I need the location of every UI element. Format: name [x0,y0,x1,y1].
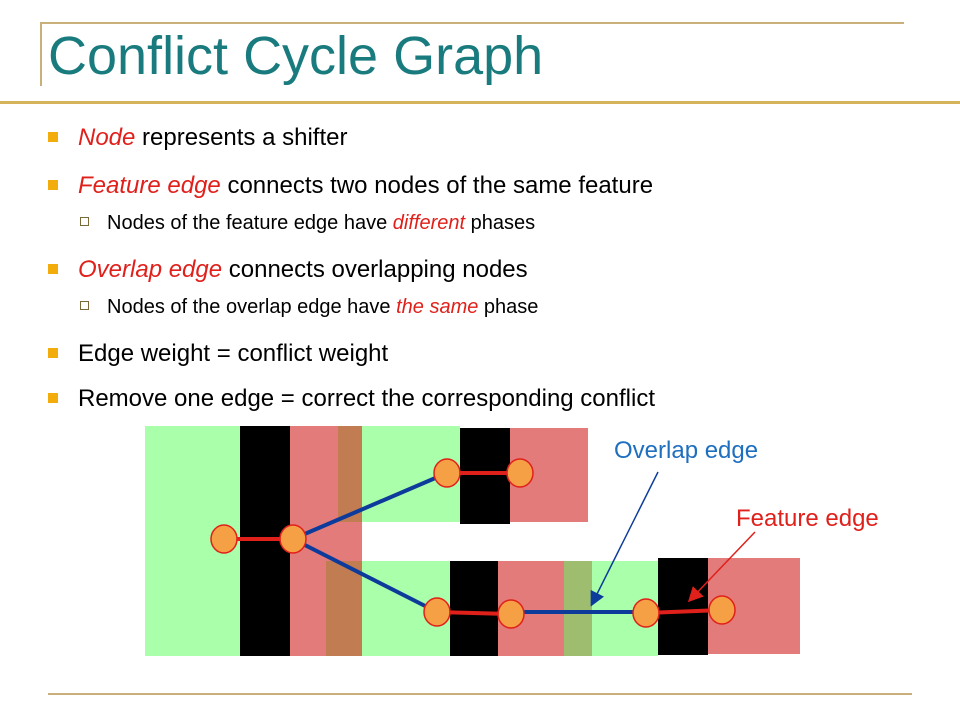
graph-node [433,458,461,488]
graph-node [210,524,238,554]
sub-bullet-marker-icon [80,301,89,311]
overlap-edge-top [292,471,448,541]
bullet-text: Nodes of the feature edge have [107,212,393,234]
feature-top-black [460,428,510,524]
graph-node [497,599,525,629]
bullet-edge-weight: Edge weight = conflict weight [48,340,388,368]
overlap-region-left [326,561,362,656]
graph-node [279,524,307,554]
bullet-marker-icon [48,131,58,142]
bullet-overlap-edge: Overlap edge connects overlapping nodes [48,256,528,284]
title-underline [0,101,960,104]
bullet-text: Nodes of the overlap edge have [107,296,397,318]
bullet-text: connects two nodes of the same feature [220,172,654,199]
overlap-region-top [338,426,362,522]
bullet-em: the same [396,296,479,318]
graph-node [632,598,660,628]
overlap-edge-label: Overlap edge [614,437,758,464]
graph-node [708,595,736,625]
sub-bullet-different-phases: Nodes of the feature edge have different… [80,212,535,235]
bullet-em: Feature edge [78,172,221,199]
sub-bullet-marker-icon [80,217,89,227]
bullet-text: phase [478,296,539,318]
overlap-edge-bottom [292,537,438,614]
overlap-region-mid [564,561,592,656]
bullet-em: Overlap edge [78,256,223,283]
bullet-marker-icon [48,347,58,358]
feature-edge-arrow [687,531,756,603]
bullet-remove-edge: Remove one edge = correct the correspond… [48,385,655,413]
bullet-marker-icon [48,392,58,403]
bullet-feature-edge: Feature edge connects two nodes of the s… [48,172,653,200]
bullet-text: represents a shifter [135,124,348,151]
bullet-node: Node represents a shifter [48,124,347,152]
sub-bullet-same-phase: Nodes of the overlap edge have the same … [80,296,538,319]
slide-title: Conflict Cycle Graph [48,26,544,86]
bullet-text: connects overlapping nodes [222,256,528,283]
graph-node [506,458,534,488]
bullet-text: phases [465,212,536,234]
overlap-edge-arrow [590,471,659,607]
bullet-text: Edge weight = conflict weight [78,340,389,367]
feature-right-black [658,558,708,655]
title-frame-top-rule [40,22,904,24]
bullet-em: different [392,212,466,234]
bullet-em: Node [78,124,136,151]
footer-rule [48,693,912,695]
graph-node [423,597,451,627]
bullet-marker-icon [48,263,58,274]
feature-edge-label: Feature edge [736,505,879,532]
bullet-marker-icon [48,179,58,190]
feature-mid-black [450,561,498,656]
bullet-text: Remove one edge = correct the correspond… [78,385,655,412]
title-frame-left-rule [40,22,42,86]
